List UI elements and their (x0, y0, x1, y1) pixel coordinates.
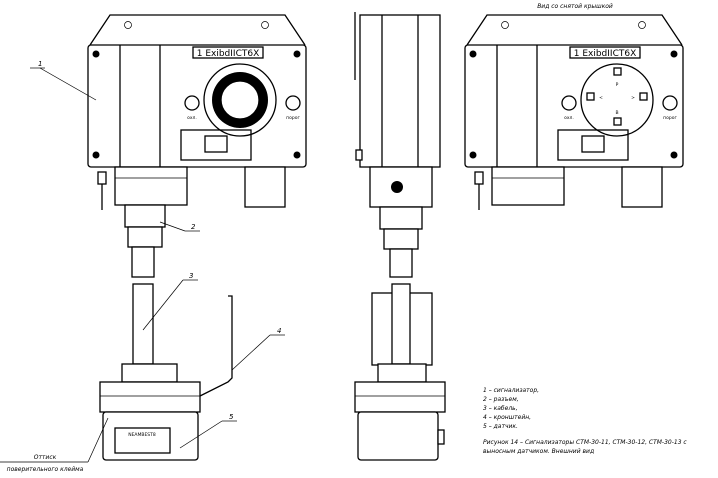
legend-item: 3 – кабель, (483, 405, 518, 412)
legend-item: 5 – датчик. (483, 423, 518, 430)
marking-label-2: 1 ExibdIICT6X (574, 49, 637, 59)
button-left-label: охл. (187, 116, 197, 121)
marking-label: 1 ExibdIICT6X (197, 49, 260, 59)
callout-3: 3 (189, 272, 193, 280)
legend: 1 – сигнализатор, 2 – разъем, 3 – кабель… (483, 387, 687, 455)
stamp-note-line-2: поверительного клейма (7, 466, 84, 473)
keypad-circle (580, 63, 654, 137)
figure-caption-line-1: Рисунок 14 – Сигнализаторы СТМ-30-11, СТ… (483, 439, 687, 446)
stamp-note-line-1: Оттиск (34, 454, 57, 461)
cover-removed-view: Р В < > 1 ExibdIICT6X охл. порог (464, 14, 684, 211)
callout-2: 2 (191, 223, 196, 231)
button-right-label: порог (286, 116, 300, 121)
key-left-label: < (599, 95, 603, 101)
key-bottom-label: В (615, 110, 618, 116)
side-view (354, 12, 446, 461)
display-bezel (203, 63, 277, 137)
front-view: 1 ExibdIICT6X охл. порог NEAMBEST8 1 2 3… (0, 14, 307, 473)
legend-item: 1 – сигнализатор, (483, 387, 539, 394)
key-right-label: > (631, 95, 635, 101)
button-left-label-2: охл. (564, 116, 574, 121)
view-title: Вид со снятой крышкой (537, 3, 613, 10)
legend-item: 2 – разъем, (483, 396, 519, 403)
callout-4: 4 (277, 327, 281, 335)
legend-item: 4 – кронштейн, (483, 414, 531, 421)
figure-caption-line-2: выносным датчиком. Внешний вид (483, 448, 594, 455)
key-top-label: Р (616, 82, 619, 88)
callout-1: 1 (38, 60, 42, 68)
svg-text:NEAMBEST8: NEAMBEST8 (128, 432, 156, 438)
button-right-label-2: порог (663, 116, 677, 121)
callout-5: 5 (229, 413, 234, 421)
